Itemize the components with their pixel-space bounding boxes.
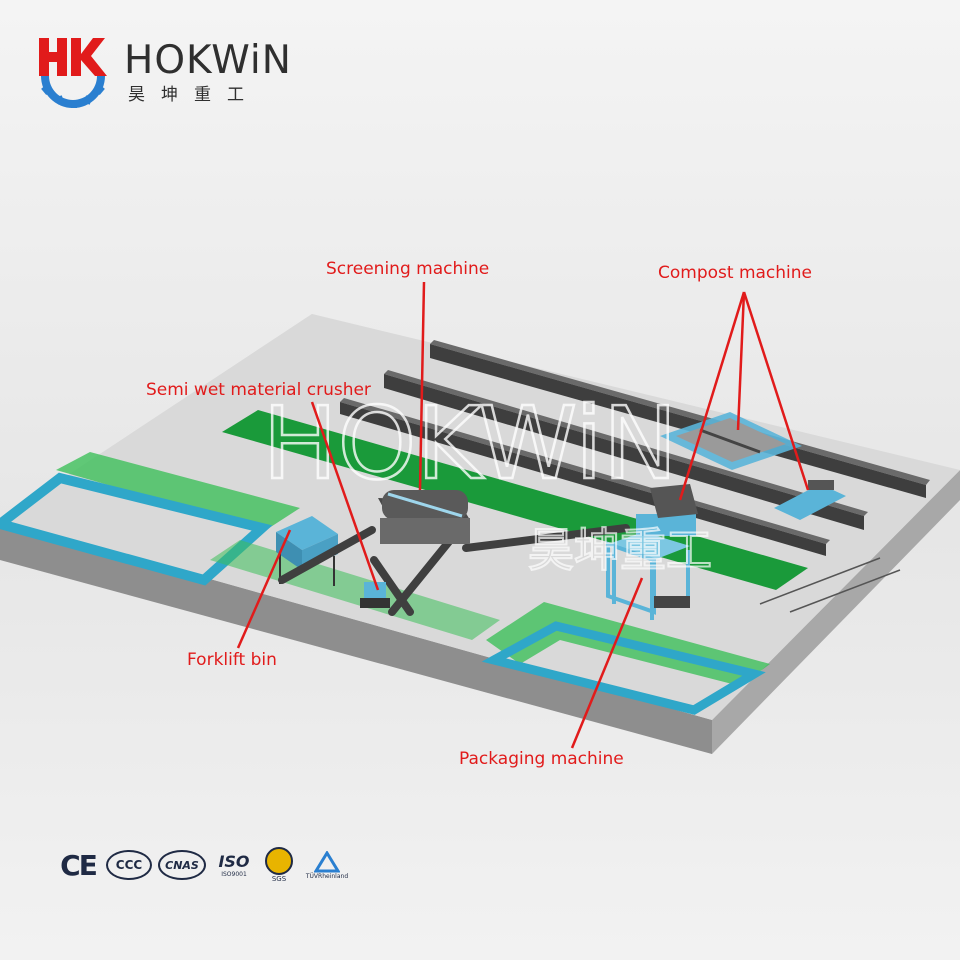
cnas-mark-icon: CNAS <box>158 843 206 887</box>
crusher-machine <box>360 582 390 608</box>
label-screening-machine: Screening machine <box>326 259 489 279</box>
watermark-text: HOKWiN <box>262 385 677 502</box>
ce-mark-icon: CE <box>56 843 100 887</box>
sgs-mark-icon: SGS <box>258 843 300 887</box>
label-crusher: Semi wet material crusher <box>146 380 371 400</box>
iso-mark-icon: ISO ISO9001 <box>212 843 256 887</box>
ccc-mark-icon: CCC <box>105 843 153 887</box>
label-compost-machine: Compost machine <box>658 263 812 283</box>
label-forklift-bin: Forklift bin <box>187 650 277 670</box>
watermark-text-cn: 昊坤重工 <box>528 523 712 577</box>
label-packaging-machine: Packaging machine <box>459 749 624 769</box>
tuv-rheinland-icon: TÜVRheinland <box>302 843 352 887</box>
